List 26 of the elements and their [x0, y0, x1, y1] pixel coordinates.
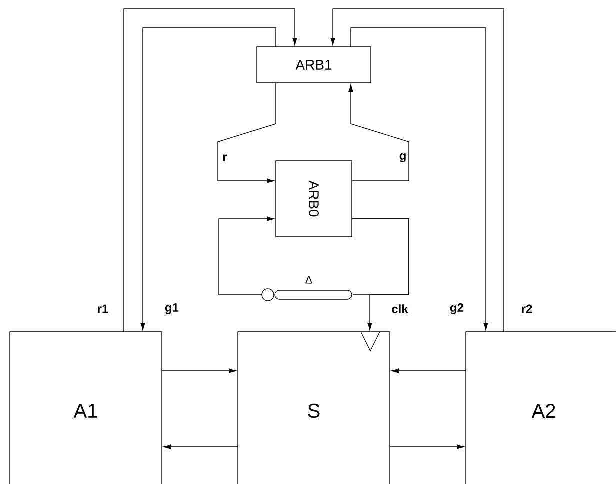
process-box: S — [238, 332, 390, 484]
arrow — [392, 368, 466, 374]
arrow — [330, 8, 504, 332]
arrow — [348, 84, 410, 182]
edge-label: r2 — [522, 304, 532, 314]
process-box: ARB1 — [256, 46, 372, 84]
arrow — [164, 444, 238, 450]
process-box: A1 — [10, 332, 162, 484]
edge-label: g1 — [166, 304, 179, 314]
arrow — [390, 444, 464, 450]
process-box: ARB0 — [276, 160, 352, 238]
delay-line-symbol — [262, 288, 352, 302]
arrow — [350, 28, 488, 330]
arrow — [218, 216, 274, 296]
arrow — [218, 82, 276, 184]
edge-label: clk — [392, 304, 408, 314]
process-box: A2 — [466, 332, 616, 484]
arrow — [140, 28, 276, 330]
delay-label: Δ — [306, 276, 312, 284]
arrow — [352, 218, 410, 330]
edge-label: r1 — [98, 304, 108, 314]
edge-label: g2 — [450, 304, 464, 314]
edge-label: g — [400, 154, 406, 162]
arrow — [124, 8, 298, 332]
edge-label: r — [223, 154, 228, 162]
arrow — [162, 368, 236, 374]
